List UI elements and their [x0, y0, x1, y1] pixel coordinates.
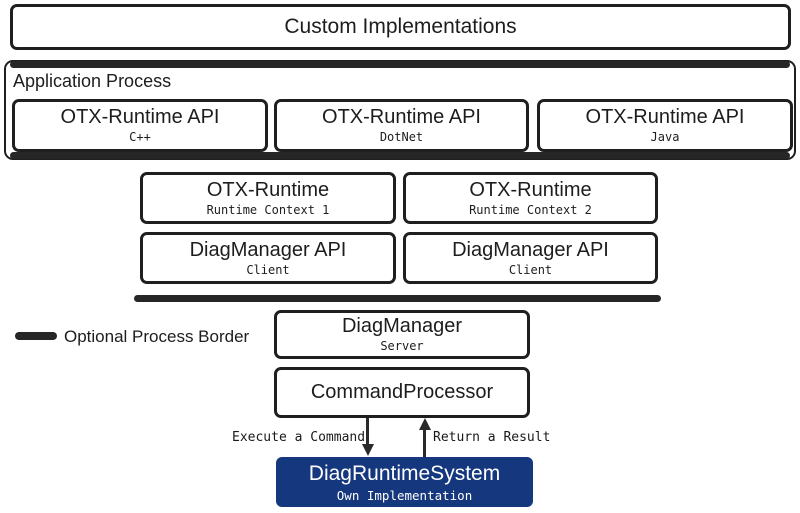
command-processor-title: CommandProcessor: [310, 381, 494, 403]
process-border-top-bar: [10, 61, 790, 68]
diagmanager-api-client2-subtitle: Client: [508, 262, 553, 277]
return-arrow-line: [423, 429, 426, 457]
diagmanager-server-title: DiagManager: [341, 315, 463, 338]
return-result-label: Return a Result: [433, 430, 551, 445]
otx-runtime-api-dotnet-subtitle: DotNet: [379, 130, 424, 145]
otx-runtime-api-dotnet-box: OTX-Runtime API DotNet: [274, 99, 529, 152]
execute-arrow-down-icon: [362, 444, 374, 456]
diagmanager-api-client2-box: DiagManager API Client: [403, 232, 658, 284]
otx-runtime-context2-box: OTX-Runtime Runtime Context 2: [403, 172, 658, 224]
execute-command-label: Execute a Command: [232, 430, 366, 445]
custom-implementations-box: Custom Implementations: [10, 4, 791, 50]
application-process-label: Application Process: [13, 71, 172, 91]
process-border-middle-bar: [134, 295, 661, 302]
legend-label: Optional Process Border: [64, 327, 250, 346]
otx-runtime-context1-title: OTX-Runtime: [206, 178, 330, 201]
process-border-bottom-bar: [10, 152, 790, 159]
otx-runtime-context1-subtitle: Runtime Context 1: [206, 202, 330, 217]
execute-arrow-line: [366, 418, 369, 447]
otx-runtime-api-cpp-box: OTX-Runtime API C++: [12, 99, 268, 152]
otx-runtime-api-dotnet-title: OTX-Runtime API: [322, 106, 481, 129]
otx-runtime-api-cpp-subtitle: C++: [129, 130, 151, 145]
otx-runtime-api-java-box: OTX-Runtime API Java: [537, 99, 793, 152]
otx-runtime-context1-box: OTX-Runtime Runtime Context 1: [140, 172, 396, 224]
return-arrow-up-icon: [419, 418, 431, 430]
legend-line-sample: [15, 332, 57, 340]
diagmanager-server-subtitle: Server: [380, 339, 424, 354]
otx-runtime-api-cpp-title: OTX-Runtime API: [60, 106, 220, 129]
otx-runtime-context2-title: OTX-Runtime: [469, 178, 592, 201]
diagmanager-api-client1-box: DiagManager API Client: [140, 232, 396, 284]
diagmanager-api-client2-title: DiagManager API: [452, 238, 609, 261]
otx-runtime-api-java-title: OTX-Runtime API: [585, 106, 745, 129]
diagmanager-api-client1-subtitle: Client: [246, 262, 290, 277]
otx-runtime-api-java-subtitle: Java: [650, 130, 680, 145]
custom-implementations-title: Custom Implementations: [284, 14, 517, 38]
diagmanager-server-box: DiagManager Server: [274, 310, 530, 359]
diagmanager-api-client1-title: DiagManager API: [189, 238, 347, 261]
diag-runtime-system-box: DiagRuntimeSystem Own Implementation: [276, 457, 533, 507]
diag-runtime-system-title: DiagRuntimeSystem: [308, 461, 501, 485]
command-processor-box: CommandProcessor: [274, 367, 530, 418]
otx-runtime-context2-subtitle: Runtime Context 2: [469, 202, 592, 217]
diag-runtime-system-subtitle: Own Implementation: [336, 487, 473, 503]
